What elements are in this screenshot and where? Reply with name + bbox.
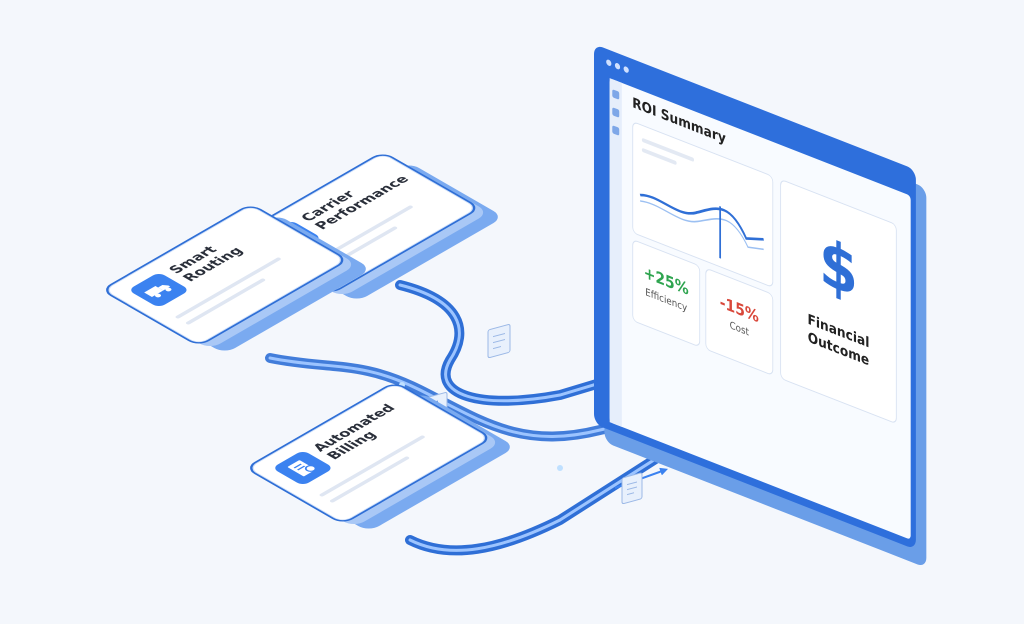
trend-panel [632, 120, 774, 289]
flow-line-billing-highlight [408, 403, 742, 552]
screen-body: ROI Summary +25% Efficiency -15% [609, 78, 911, 540]
window-dot [606, 58, 612, 67]
financial-outcome-card: $ Financial Outcome [780, 178, 897, 425]
sidebar [609, 78, 622, 427]
flow-line-routing-highlight [268, 356, 692, 438]
sidebar-item[interactable] [612, 125, 620, 136]
glow-dot [557, 465, 563, 471]
screen-frame: ROI Summary +25% Efficiency -15% [594, 44, 916, 550]
sidebar-item[interactable] [612, 107, 620, 118]
flow-line-carrier-highlight [398, 283, 662, 403]
document-icon [621, 472, 643, 505]
card-face: Automated Billing [244, 381, 494, 525]
invoice-icon [271, 449, 335, 486]
window-dot [623, 65, 629, 74]
trend-line-chart [639, 193, 764, 259]
sidebar-item[interactable] [612, 89, 620, 100]
card-face: Smart Routing [100, 203, 350, 347]
window-dot [614, 62, 621, 71]
truck-icon [127, 271, 191, 308]
document-icon [487, 324, 511, 359]
